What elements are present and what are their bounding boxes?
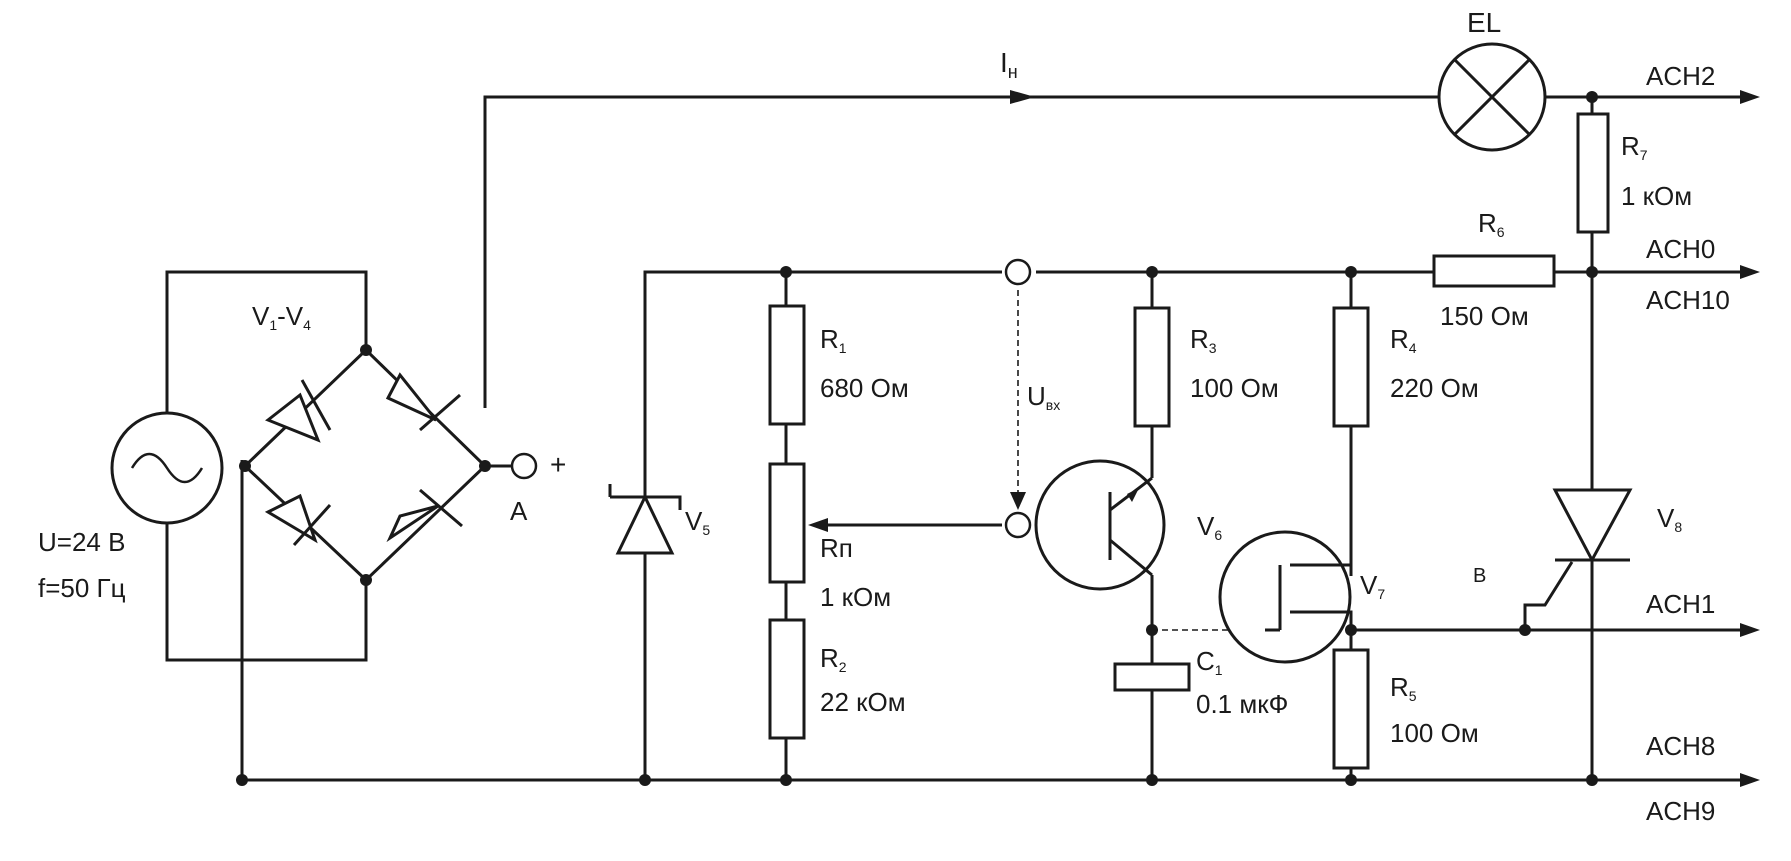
transistor-v7 (1218, 530, 1353, 664)
thyristor-v8 (1552, 488, 1633, 564)
ach2-label: ACH2 (1646, 61, 1715, 91)
output-arrows (808, 90, 1760, 787)
lamp-el (1437, 42, 1547, 152)
resistor-rp (768, 462, 806, 584)
ach10-label: ACH10 (1646, 285, 1730, 315)
v6-label: V6 (1197, 511, 1222, 543)
resistor-r1 (768, 304, 806, 426)
source-voltage-label: U=24 В (38, 527, 125, 557)
c1-value: 0.1 мкФ (1196, 689, 1288, 719)
resistor-r5 (1332, 648, 1370, 770)
r5-label: R5 (1390, 672, 1417, 704)
r6-value: 150 Ом (1440, 301, 1529, 331)
junction-dots (236, 91, 1598, 786)
resistor-r4 (1332, 306, 1370, 428)
rp-label: Rп (820, 533, 853, 563)
ach1-label: ACH1 (1646, 589, 1715, 619)
ach0-label: ACH0 (1646, 234, 1715, 264)
r3-value: 100 Ом (1190, 373, 1279, 403)
node-b-label: B (1473, 565, 1486, 587)
current-arrow (1010, 90, 1035, 104)
r7-label: R7 (1621, 131, 1648, 163)
r7-value: 1 кОм (1621, 181, 1692, 211)
resistor-r7 (1576, 112, 1610, 234)
wires (165, 95, 1740, 782)
terminal-uin-top (1004, 258, 1032, 286)
v8-label: V8 (1657, 503, 1682, 535)
ac-source (110, 411, 224, 525)
node-plus-label: + (550, 449, 566, 480)
c1-label: C1 (1196, 646, 1223, 678)
r5-value: 100 Ом (1390, 718, 1479, 748)
ach8-label: ACH8 (1646, 731, 1715, 761)
labels: Iн EL ACH2 ACH0 ACH10 ACH1 ACH8 ACH9 V1-… (38, 7, 1730, 826)
v7-label: V7 (1360, 570, 1385, 602)
ach9-label: ACH9 (1646, 796, 1715, 826)
diode-bridge (242, 347, 488, 583)
resistor-r6 (1432, 254, 1556, 288)
r1-value: 680 Ом (820, 373, 909, 403)
current-label: Iн (1000, 47, 1018, 82)
zener-v5-label: V5 (685, 506, 710, 538)
transistor-v6 (1034, 459, 1166, 591)
r3-label: R3 (1190, 324, 1217, 356)
wiper-arrow (808, 518, 828, 532)
r4-value: 220 Ом (1390, 373, 1479, 403)
terminal-a (510, 452, 538, 480)
r2-value: 22 кОм (820, 687, 906, 717)
node-a-label: A (510, 496, 528, 526)
r6-label: R6 (1478, 208, 1505, 240)
rp-value: 1 кОм (820, 582, 891, 612)
r2-label: R2 (820, 643, 847, 675)
bridge-label: V1-V4 (252, 301, 311, 333)
uin-label: Uвх (1027, 381, 1060, 413)
resistor-r2 (768, 618, 806, 740)
source-frequency-label: f=50 Гц (38, 573, 126, 603)
lamp-label: EL (1467, 7, 1501, 38)
zener-v5 (608, 484, 682, 555)
terminal-uin-bottom (1004, 511, 1032, 539)
resistor-r3 (1133, 306, 1171, 428)
r4-label: R4 (1390, 324, 1417, 356)
capacitor-c1 (1113, 662, 1191, 692)
r1-label: R1 (820, 324, 847, 356)
